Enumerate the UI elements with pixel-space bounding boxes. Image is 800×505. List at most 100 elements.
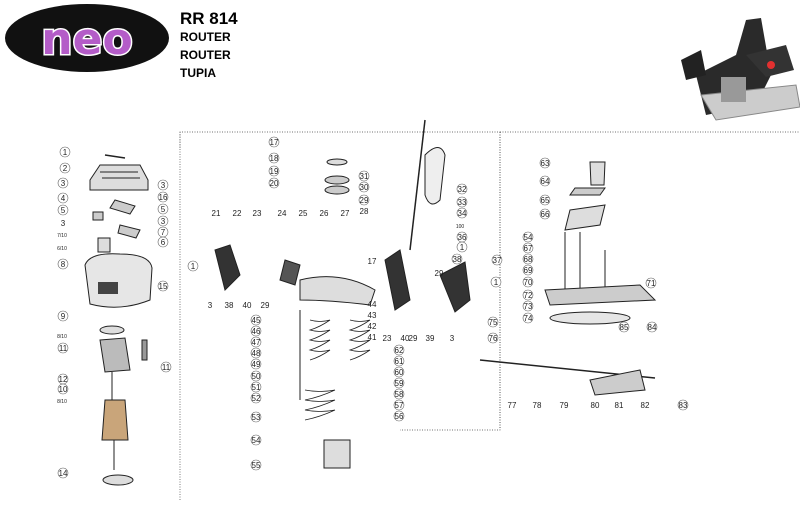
part-number: 77 xyxy=(508,401,517,410)
part-callout: 28 xyxy=(360,207,369,216)
part-callout: 37 xyxy=(491,254,503,266)
part-number: 29 xyxy=(261,301,270,310)
part-number: 82 xyxy=(641,401,650,410)
part-callout: 53 xyxy=(250,411,262,423)
part-number: 3 xyxy=(61,219,66,228)
part-number: 67 xyxy=(524,244,533,253)
part-number: 100 xyxy=(456,224,465,230)
part-callout: 12 xyxy=(57,373,69,385)
part-number: 32 xyxy=(458,185,467,194)
part-callout: 25 xyxy=(299,209,308,218)
part-callout: 85 xyxy=(618,321,630,333)
part-number: 3 xyxy=(450,334,455,343)
part-number: 16 xyxy=(159,193,168,202)
part-number: 15 xyxy=(159,282,168,291)
part-callout: 56 xyxy=(393,410,405,422)
part-callout: 32 xyxy=(456,183,468,195)
part-number: 18 xyxy=(270,154,279,163)
logo-text: neo xyxy=(41,14,132,65)
part-number: 71 xyxy=(647,279,656,288)
part-callout: 72 xyxy=(522,289,534,301)
part-number: 47 xyxy=(252,338,261,347)
part-number: 34 xyxy=(458,209,467,218)
part-number: 9 xyxy=(61,312,66,321)
part-number: 72 xyxy=(524,291,533,300)
part-callout: 59 xyxy=(393,377,405,389)
part-number: 12 xyxy=(59,375,68,384)
part-callout: 73 xyxy=(522,300,534,312)
group-frame xyxy=(499,131,799,430)
part-callout: 29 xyxy=(435,269,444,278)
part-number: 22 xyxy=(233,209,242,218)
part-number: 61 xyxy=(395,357,404,366)
part-number: 85 xyxy=(620,323,629,332)
part-number: 74 xyxy=(524,314,533,323)
part-number: 1 xyxy=(494,278,499,287)
part-number: 46 xyxy=(252,327,261,336)
part-callout: 11 xyxy=(160,361,172,373)
part-callout: 60 xyxy=(393,366,405,378)
part-callout: 21 xyxy=(212,209,221,218)
part-number: 7 xyxy=(161,228,166,237)
part-callout: 1 xyxy=(187,260,199,272)
part-number: 50 xyxy=(252,372,261,381)
part-number: 40 xyxy=(243,301,252,310)
part-callout: 71 xyxy=(645,277,657,289)
part-callout: 2 xyxy=(59,162,71,174)
part-number: 53 xyxy=(252,413,261,422)
part-number: 36 xyxy=(458,233,467,242)
part-number: 39 xyxy=(426,334,435,343)
part-number: 8/10 xyxy=(57,334,67,340)
part-number: 1 xyxy=(191,262,196,271)
part-number: 84 xyxy=(648,323,657,332)
part-number: 10 xyxy=(59,385,68,394)
part-callout: 5 xyxy=(57,204,69,216)
motor-parts xyxy=(84,154,153,486)
part-number: 63 xyxy=(541,159,550,168)
part-number: 45 xyxy=(252,316,261,325)
part-number: 7/10 xyxy=(57,233,67,239)
part-number: 68 xyxy=(524,255,533,264)
part-callout: 7 xyxy=(157,226,169,238)
part-callout: 76 xyxy=(487,332,499,344)
part-callout: 55 xyxy=(250,459,262,471)
part-number: 65 xyxy=(541,196,550,205)
part-number: 64 xyxy=(541,177,550,186)
part-number: 55 xyxy=(252,461,261,470)
base-parts xyxy=(214,158,376,469)
part-number: 17 xyxy=(270,138,279,147)
part-callout: 66 xyxy=(539,208,551,220)
part-number: 76 xyxy=(489,334,498,343)
part-number: 42 xyxy=(368,322,377,331)
part-callout: 3 xyxy=(57,177,69,189)
part-callout: 47 xyxy=(250,336,262,348)
part-callout: 82 xyxy=(641,401,650,410)
part-number: 40 xyxy=(401,334,410,343)
part-number: 80 xyxy=(591,401,600,410)
part-callout: 83 xyxy=(677,399,689,411)
part-number: 38 xyxy=(225,301,234,310)
part-callout: 19 xyxy=(268,165,280,177)
part-callout: 84 xyxy=(646,321,658,333)
part-number: 8 xyxy=(61,260,66,269)
part-callout: 57 xyxy=(393,399,405,411)
handle-parts xyxy=(384,119,471,313)
part-callout: 17 xyxy=(368,257,377,266)
part-callout: 4 xyxy=(57,192,69,204)
part-number: 38 xyxy=(453,255,462,264)
part-number: 11 xyxy=(162,363,171,372)
part-callout: 3 xyxy=(61,219,66,228)
part-number: 78 xyxy=(533,401,542,410)
part-callout: 16 xyxy=(157,191,169,203)
product-name-es: ROUTER xyxy=(180,48,231,62)
part-callout: 3 xyxy=(450,334,455,343)
part-number: 62 xyxy=(395,346,404,355)
part-number: 49 xyxy=(252,360,261,369)
part-callout: 42 xyxy=(368,322,377,331)
part-number: 3 xyxy=(161,181,166,190)
part-number: 17 xyxy=(368,257,377,266)
part-callout: 80 xyxy=(591,401,600,410)
part-callout: 10 xyxy=(57,383,69,395)
part-callout: 8 xyxy=(57,258,69,270)
part-callout: 63 xyxy=(539,157,551,169)
